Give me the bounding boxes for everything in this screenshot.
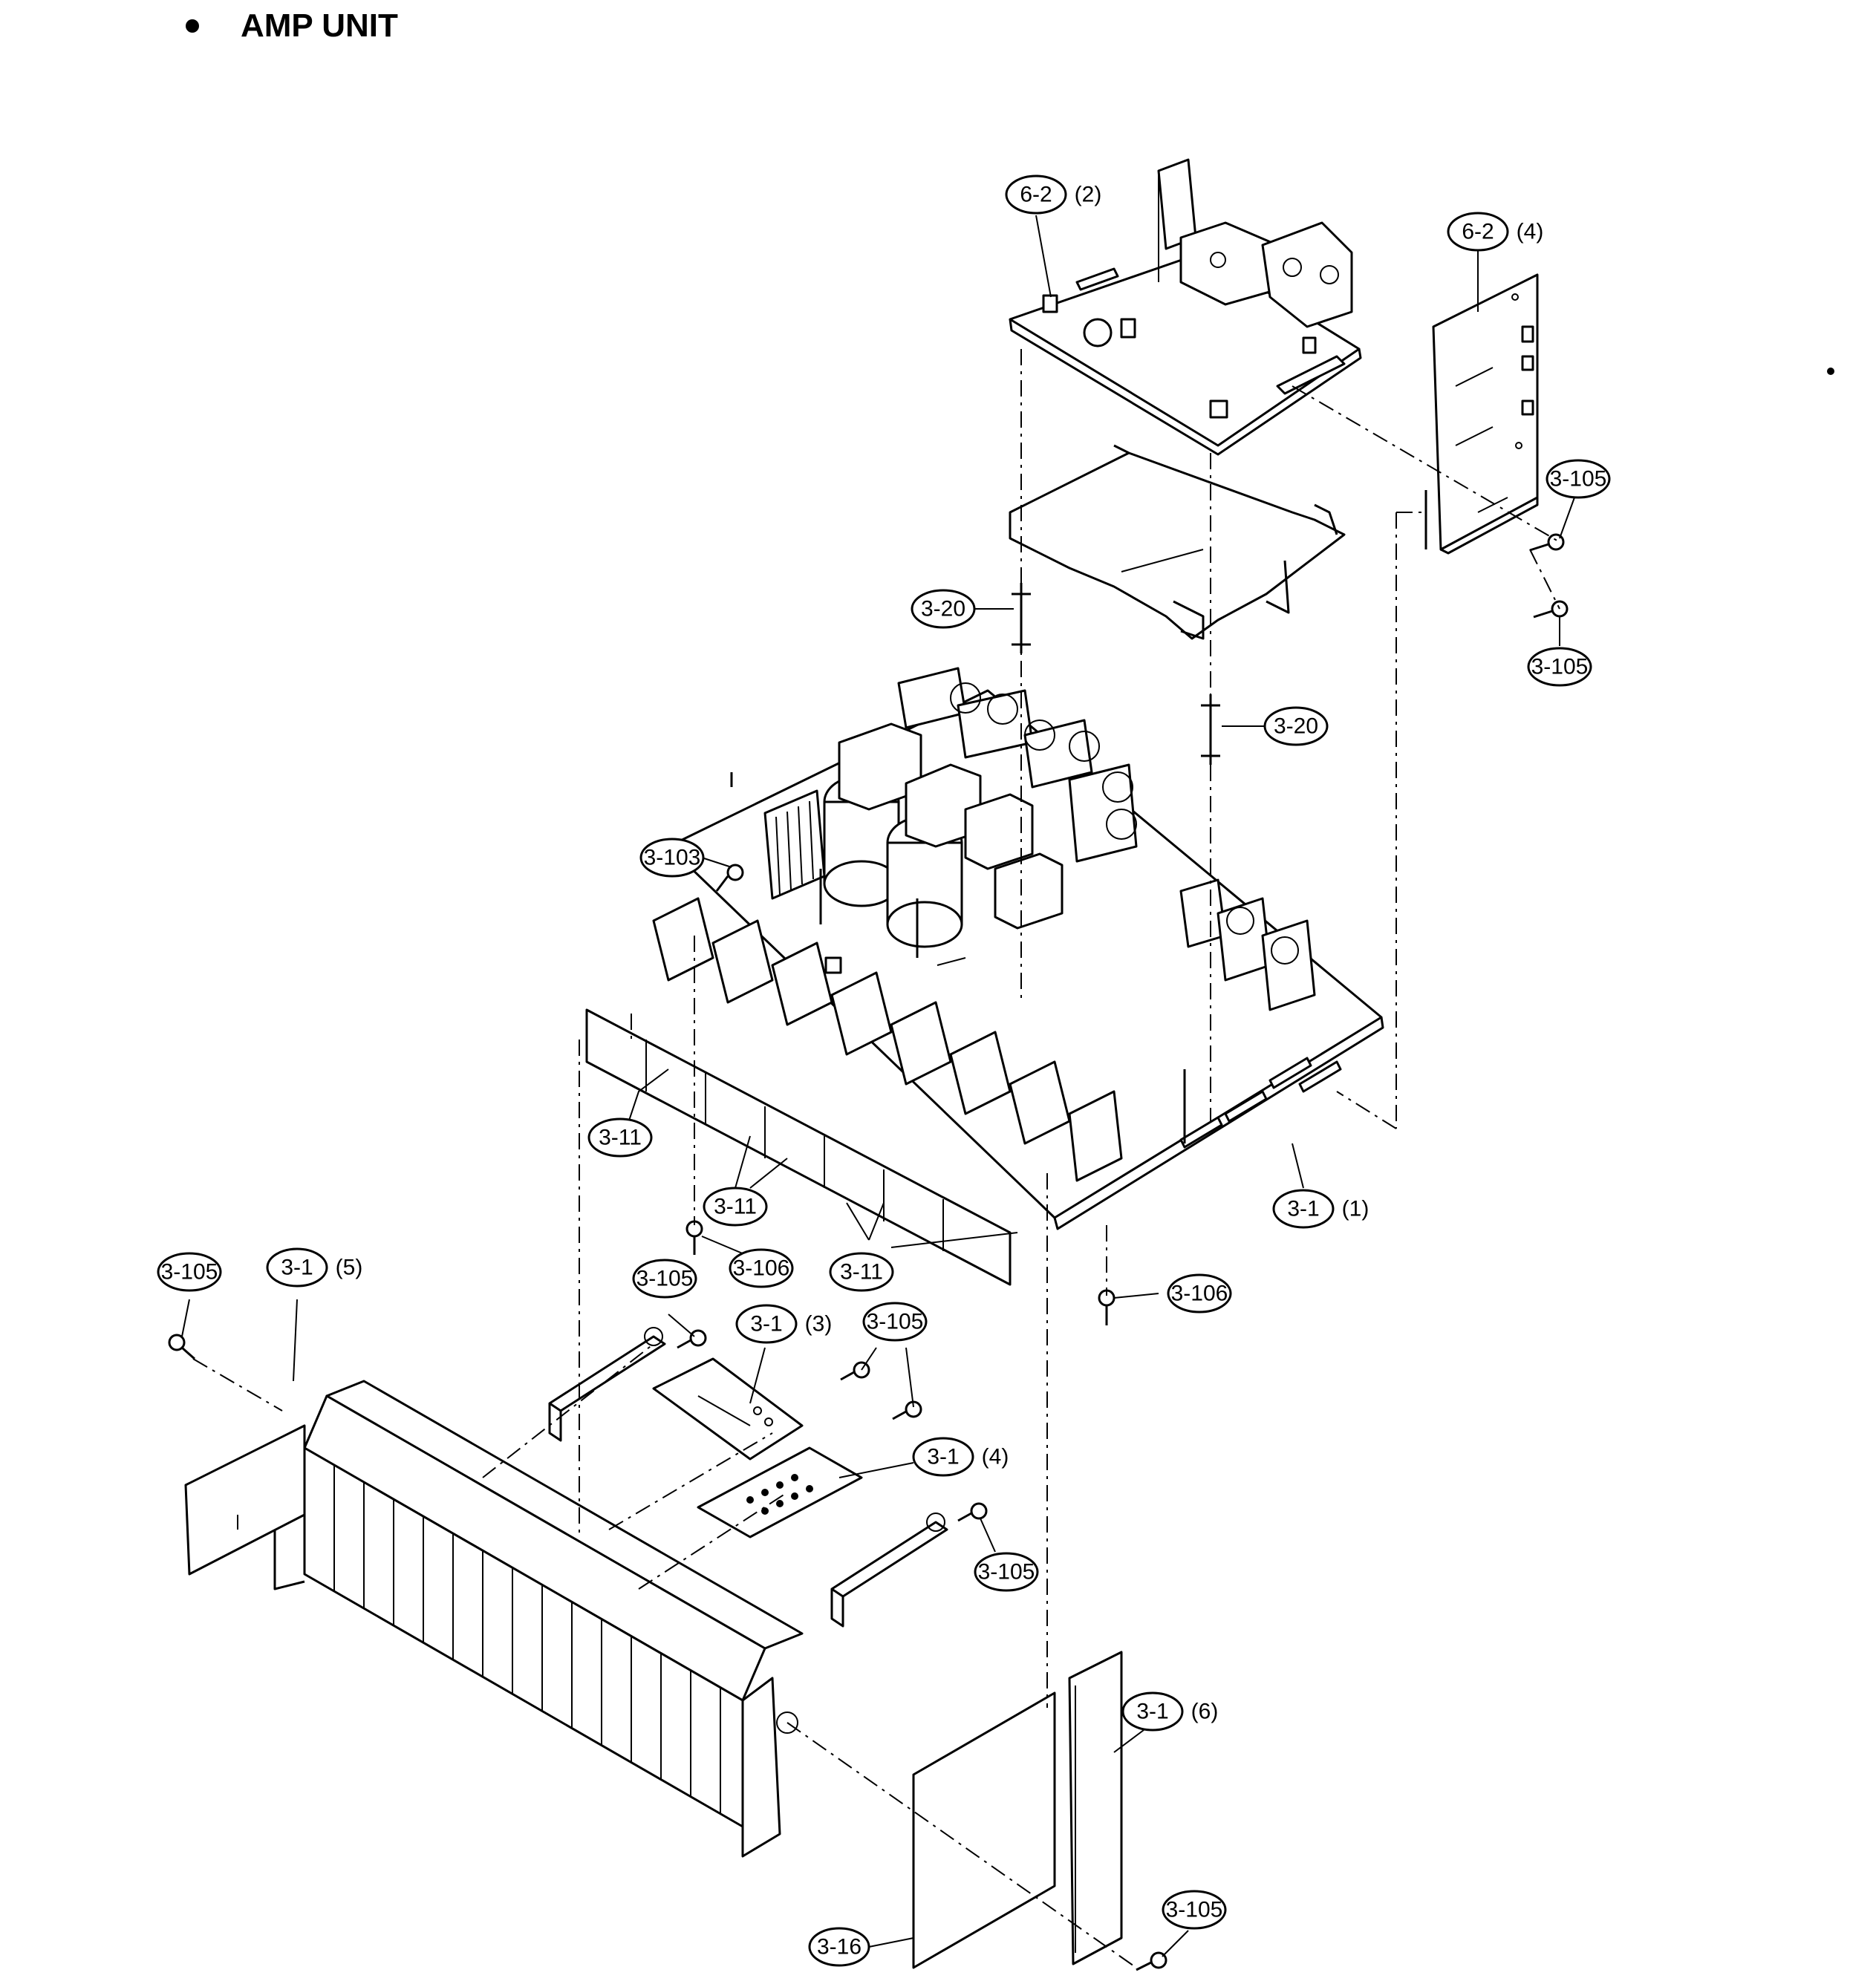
callout-3-106: 3-106: [729, 1248, 794, 1288]
callout-3-1-4: 3-1 (4): [912, 1437, 1009, 1477]
svg-text:3-103: 3-103: [644, 846, 701, 870]
stray-mark: [1827, 368, 1834, 375]
svg-text:3-20: 3-20: [1274, 714, 1318, 739]
screw: [1533, 600, 1569, 619]
callout-3-16: 3-16: [808, 1927, 870, 1967]
main-pcb-3-1-1: [652, 667, 1384, 1230]
svg-text:3-11: 3-11: [599, 1126, 642, 1150]
svg-text:(4): (4): [1517, 220, 1544, 244]
callout-3-11: 3-11: [587, 1117, 653, 1158]
pcb-3-1-4: [697, 1446, 863, 1538]
screw: [168, 1334, 195, 1360]
callout-3-105: 3-105: [1527, 647, 1592, 687]
callout-3-20: 3-20: [911, 589, 976, 629]
page-title: AMP UNIT: [241, 7, 398, 44]
callout-3-1-1: 3-1 (1): [1272, 1189, 1369, 1229]
svg-text:3-11: 3-11: [840, 1260, 883, 1285]
svg-text:3-105: 3-105: [1550, 467, 1607, 492]
callout-3-103: 3-103: [639, 838, 705, 878]
leaders: [181, 215, 1575, 1957]
svg-text:3-20: 3-20: [921, 597, 965, 621]
svg-text:6-2: 6-2: [1462, 220, 1494, 244]
callout-3-1-5: 3-1 (5): [266, 1247, 363, 1288]
screw: [1098, 1289, 1115, 1325]
callout-3-105: 3-105: [974, 1552, 1039, 1592]
heatsink: [273, 1380, 804, 1858]
callout-3-106: 3-106: [1167, 1273, 1232, 1314]
callout-3-105: 3-105: [157, 1252, 222, 1292]
callout-3-105: 3-105: [1162, 1890, 1227, 1930]
pcb-3-1-5: [184, 1424, 306, 1576]
svg-text:3-105: 3-105: [867, 1310, 924, 1334]
svg-text:3-16: 3-16: [817, 1935, 862, 1959]
callout-3-1-3: 3-1 (3): [735, 1304, 833, 1344]
pcb-6-2-2: [1009, 158, 1362, 456]
svg-text:3-1: 3-1: [1287, 1197, 1319, 1221]
svg-text:3-105: 3-105: [1166, 1898, 1223, 1922]
pcb-3-1-3: [652, 1357, 804, 1461]
svg-text:3-105: 3-105: [1531, 655, 1589, 679]
svg-text:(2): (2): [1075, 183, 1102, 207]
callout-3-105: 3-105: [862, 1302, 928, 1342]
callout-3-20: 3-20: [1263, 706, 1329, 746]
svg-text:(3): (3): [805, 1312, 833, 1337]
assembly-lines: [192, 349, 1560, 1968]
svg-text:3-1: 3-1: [1136, 1700, 1168, 1724]
screw: [957, 1502, 988, 1522]
brackets: [548, 1327, 948, 1628]
svg-text:3-1: 3-1: [750, 1312, 782, 1337]
insulators-3-11: [585, 1008, 1012, 1286]
callout-3-11: 3-11: [703, 1187, 768, 1227]
callout-3-11: 3-11: [829, 1252, 894, 1292]
bullet-icon: [186, 19, 199, 33]
sheet-3-16: [912, 1691, 1056, 1969]
svg-text:3-106: 3-106: [733, 1256, 790, 1281]
screw: [715, 864, 744, 892]
callout-3-1-6: 3-1 (6): [1121, 1691, 1219, 1732]
svg-text:3-1: 3-1: [281, 1256, 313, 1280]
svg-text:3-11: 3-11: [714, 1195, 757, 1219]
screw: [677, 1329, 707, 1349]
svg-text:(4): (4): [982, 1445, 1009, 1469]
svg-text:3-105: 3-105: [161, 1260, 218, 1285]
svg-text:(6): (6): [1191, 1700, 1219, 1724]
metal-bracket: [1009, 444, 1346, 640]
svg-text:3-106: 3-106: [1171, 1282, 1228, 1306]
screw: [1136, 1951, 1167, 1971]
svg-text:(5): (5): [336, 1256, 363, 1280]
pcb-3-1-6: [1068, 1651, 1123, 1965]
callout-6-2-4: 6-2 (4): [1447, 212, 1544, 252]
callout-3-105: 3-105: [1546, 459, 1611, 499]
svg-text:(1): (1): [1342, 1197, 1369, 1221]
screw: [892, 1400, 922, 1420]
pcb-6-2-4: [1424, 273, 1539, 555]
svg-text:3-105: 3-105: [636, 1267, 694, 1291]
svg-text:3-105: 3-105: [978, 1560, 1035, 1585]
callout-3-105: 3-105: [632, 1259, 697, 1299]
svg-text:6-2: 6-2: [1020, 183, 1052, 207]
svg-text:3-1: 3-1: [927, 1445, 959, 1469]
heading: AMP UNIT: [186, 0, 398, 52]
callout-6-2-2: 6-2 (2): [1005, 174, 1102, 215]
screw: [685, 1220, 703, 1255]
screw: [1529, 533, 1565, 552]
